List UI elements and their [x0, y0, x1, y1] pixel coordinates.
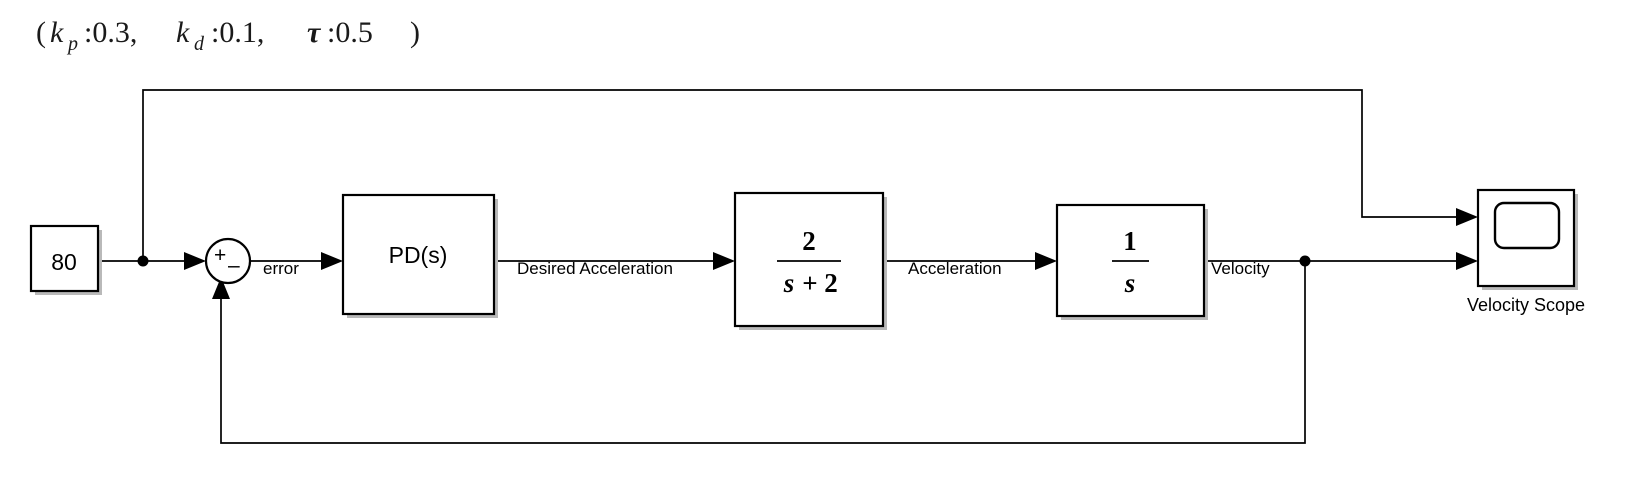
arrow-into-controller [321, 252, 343, 270]
pd-controller-block[interactable]: PD(s) [341, 193, 498, 318]
scope-caption-label: Velocity Scope [1467, 295, 1585, 315]
sum-junction[interactable]: + – [204, 237, 252, 285]
arrow-into-scope-input-2 [1456, 252, 1478, 270]
wire-reference-to-scope [142, 89, 1465, 261]
plant-block-rect [733, 191, 885, 328]
arrow-into-scope-input-1 [1456, 208, 1478, 226]
diagram-title: ( k p :0.3, k d :0.1, τ :0.5 ) [36, 16, 420, 55]
source-block-rect [29, 224, 100, 293]
title-kp-symbol: k [50, 16, 64, 49]
controller-block-label: PD(s) [389, 242, 448, 268]
title-open-paren: ( [36, 16, 46, 49]
title-kd-symbol: k [176, 16, 190, 49]
title-kp-value: :0.3, [84, 16, 137, 49]
arrow-into-integrator [1035, 252, 1057, 270]
plant-transfer-function-block[interactable]: 2 s + 2 [733, 191, 887, 330]
title-tau-value: :0.5 [327, 16, 373, 49]
title-kd-value: :0.1, [211, 16, 264, 49]
plant-denominator-const: 2 [824, 268, 838, 298]
source-block-label: 80 [51, 249, 77, 275]
sum-minus-sign: – [228, 254, 240, 277]
signal-label-desired-acceleration: Desired Acceleration [517, 259, 673, 278]
velocity-scope-block[interactable]: Velocity Scope [1467, 188, 1585, 315]
sum-plus-sign: + [214, 244, 226, 267]
integrator-numerator: 1 [1123, 226, 1137, 256]
title-kd-subscript: d [194, 33, 205, 55]
signal-label-velocity: Velocity [1211, 259, 1270, 278]
junction-dot-reference [137, 255, 149, 267]
title-tau-symbol: τ [307, 16, 322, 49]
constant-source-block[interactable]: 80 [29, 224, 102, 295]
arrow-into-sum [184, 252, 206, 270]
integrator-denominator: s [1124, 268, 1136, 298]
signal-label-error: error [263, 259, 299, 278]
integrator-block[interactable]: 1 s [1055, 203, 1208, 320]
sum-junction-circle [204, 237, 252, 285]
controller-block-rect [341, 193, 496, 316]
arrow-into-plant [713, 252, 735, 270]
plant-numerator: 2 [802, 226, 816, 256]
plant-denominator-var: s [783, 268, 795, 298]
scope-screen-icon [1493, 201, 1561, 250]
arrow-into-sum-feedback [212, 277, 230, 299]
wire-velocity-feedback [220, 261, 1306, 444]
plant-denominator-operator: + [802, 268, 817, 298]
title-close-paren: ) [410, 16, 420, 49]
title-kp-subscript: p [66, 33, 78, 55]
signal-label-acceleration: Acceleration [908, 259, 1002, 278]
